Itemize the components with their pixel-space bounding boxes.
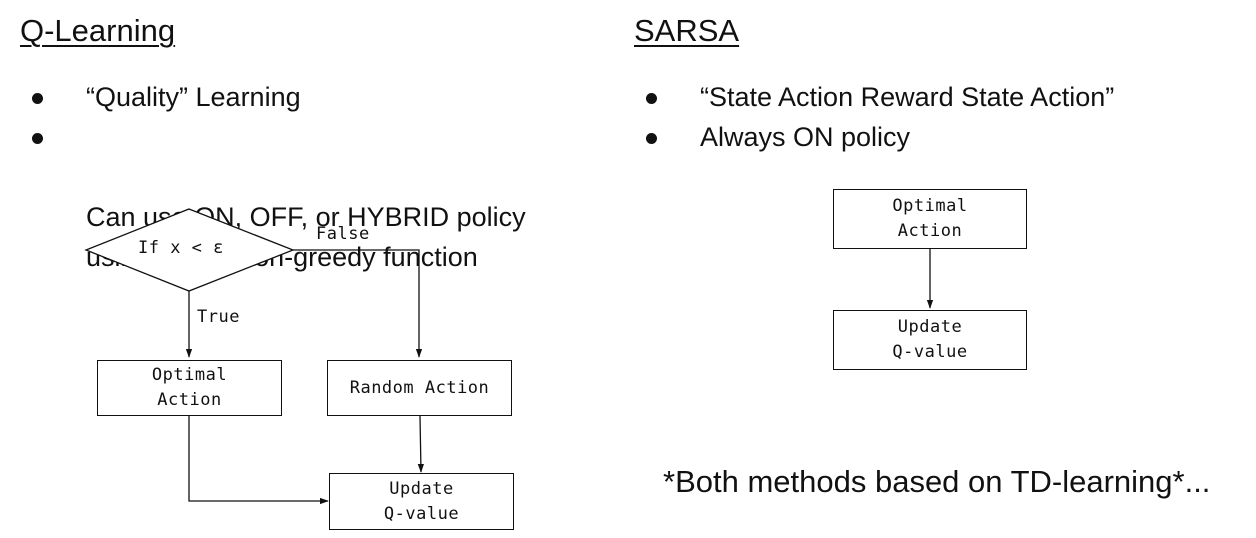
- random-to-update-arrow: [417, 415, 425, 473]
- false-arrow: [293, 249, 423, 358]
- random-action-box: Random Action: [327, 360, 512, 416]
- sarsa-title: SARSA: [634, 13, 740, 48]
- bullet-text: “Quality” Learning: [86, 82, 301, 112]
- bullet-dot-icon: [32, 133, 43, 144]
- bullet-dot-icon: [646, 93, 657, 104]
- sarsa-bullets: “State Action Reward State Action” Alway…: [634, 77, 1244, 157]
- q-learning-title: Q-Learning: [20, 13, 176, 48]
- optimal-to-update-arrow: [188, 416, 329, 505]
- bullet-dot-icon: [32, 93, 43, 104]
- sarsa-bullet-name: “State Action Reward State Action”: [634, 77, 1244, 117]
- sarsa-update-q-value-box: Update Q-value: [833, 310, 1027, 370]
- false-label: False: [316, 224, 370, 244]
- bullet-dot-icon: [646, 133, 657, 144]
- bullet-text: “State Action Reward State Action”: [700, 82, 1115, 112]
- sarsa-bullet-policy: Always ON policy: [634, 117, 1244, 157]
- q-learning-bullet-quality: “Quality” Learning: [20, 77, 600, 117]
- optimal-action-box: Optimal Action: [97, 360, 282, 416]
- decision-label: If x < ε: [138, 238, 224, 258]
- true-label: True: [197, 307, 240, 327]
- footnote: *Both methods based on TD-learning*...: [663, 464, 1211, 499]
- update-q-value-box: Update Q-value: [329, 473, 514, 530]
- sarsa-optimal-action-box: Optimal Action: [833, 189, 1027, 249]
- bullet-text: Always ON policy: [700, 122, 911, 152]
